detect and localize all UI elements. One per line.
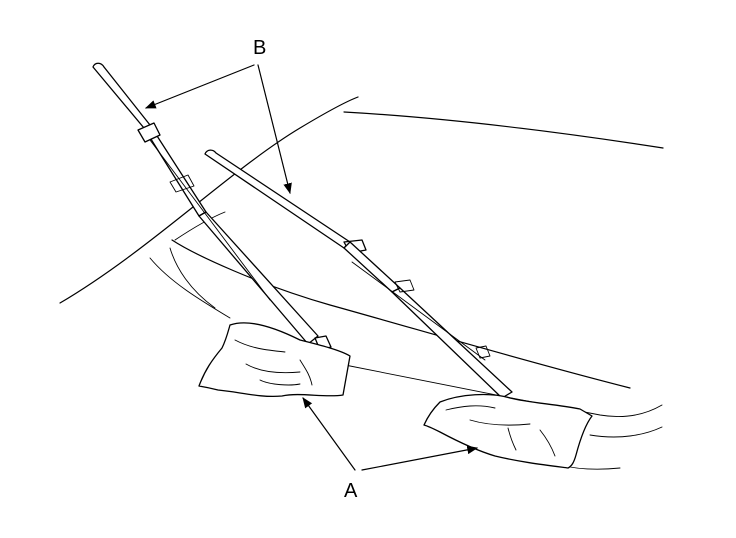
right-towel (423, 393, 593, 469)
left-towel (198, 322, 351, 398)
leader-lines-b (144, 64, 292, 195)
leader-lines-a (302, 397, 479, 471)
car-body-outline (59, 96, 664, 470)
callout-label-b: B (253, 37, 267, 59)
callout-label-a: A (344, 480, 358, 502)
right-wiper (204, 149, 513, 399)
left-wiper (92, 62, 332, 351)
